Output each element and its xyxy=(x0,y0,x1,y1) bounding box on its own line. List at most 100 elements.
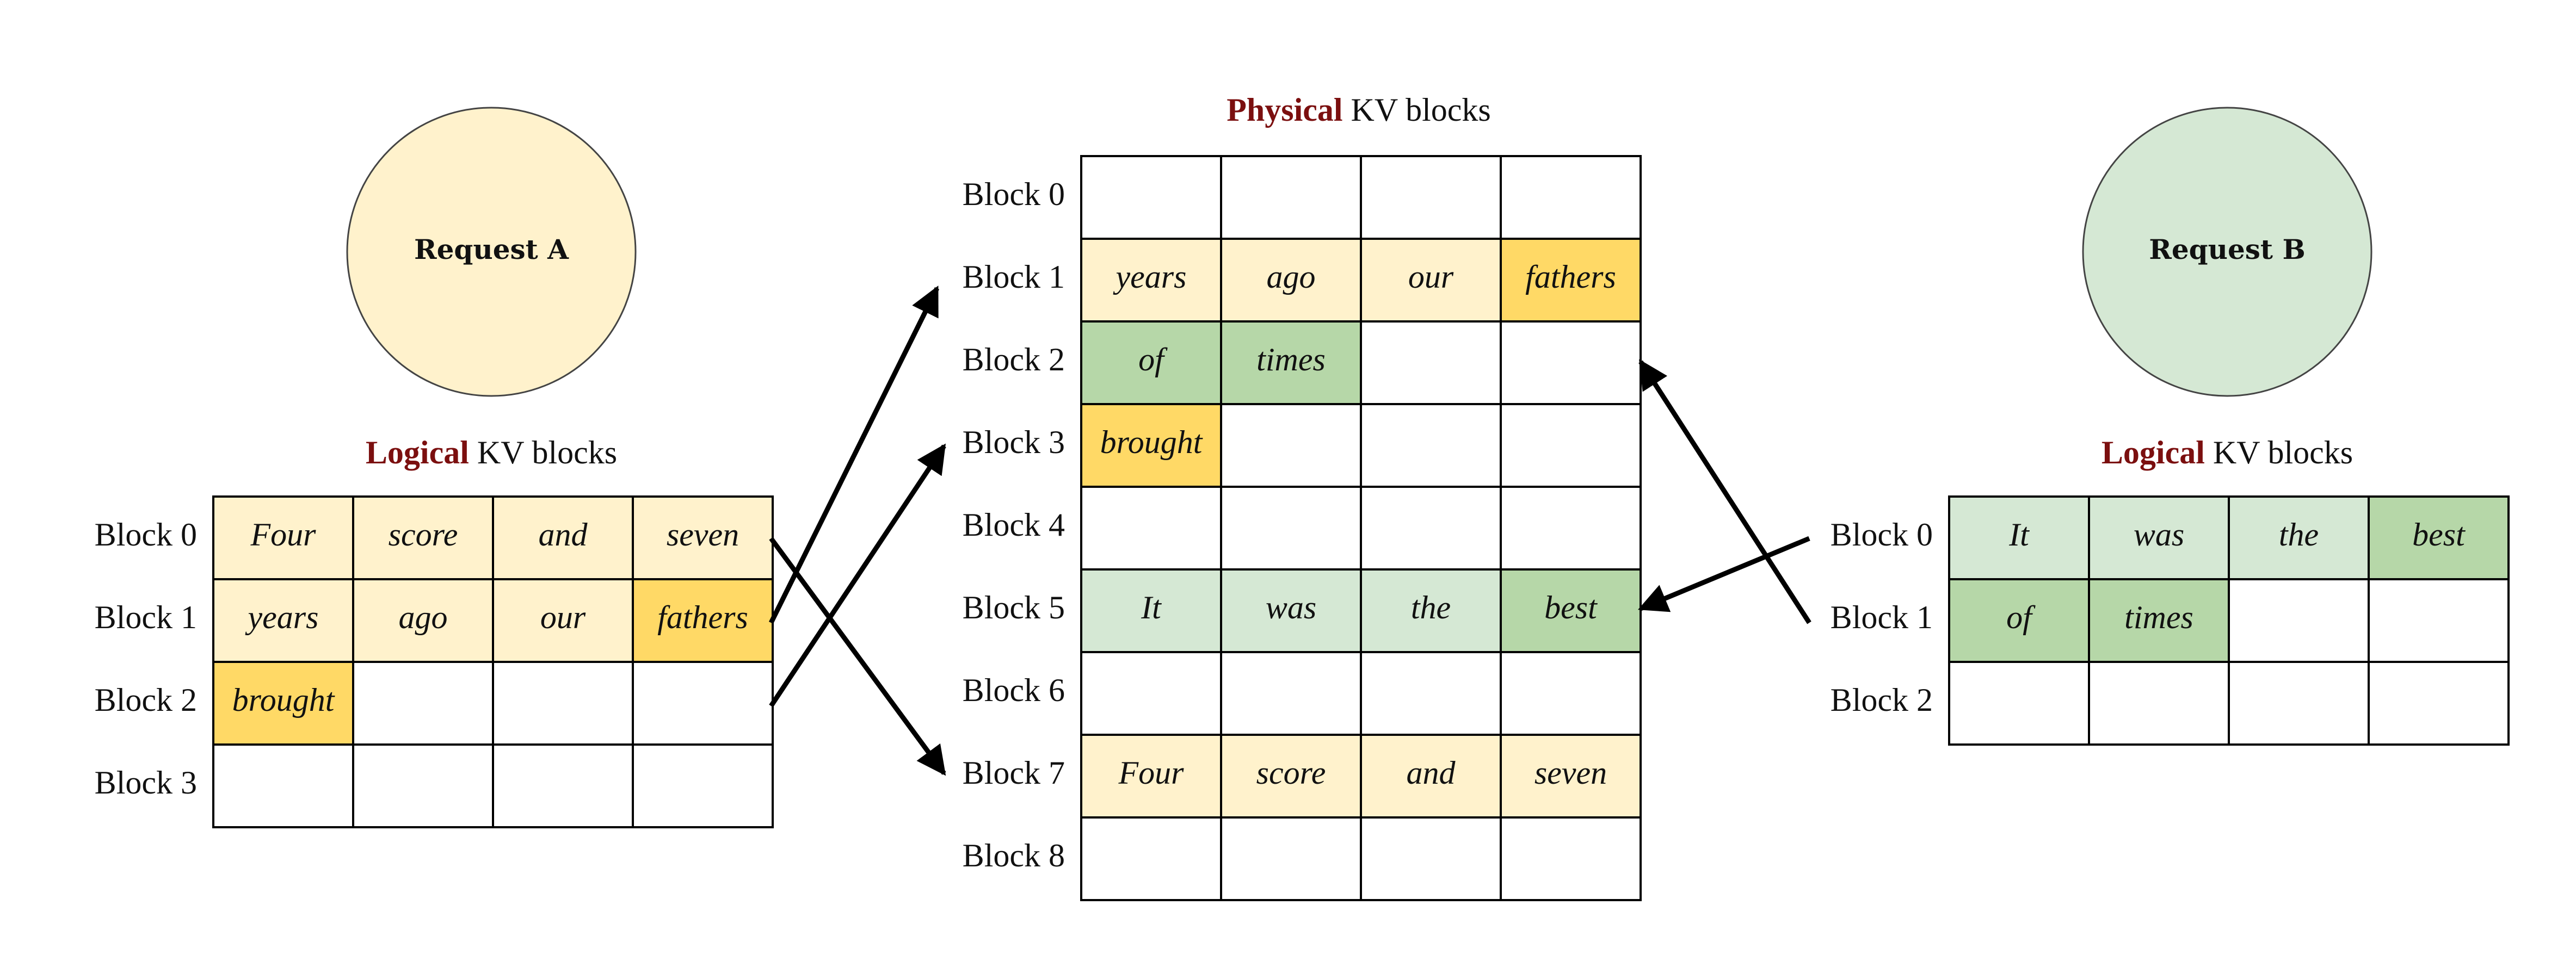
physical-token: our xyxy=(1408,259,1454,295)
request_a-row-label: Block 0 xyxy=(95,517,197,553)
physical-cell xyxy=(1220,816,1362,901)
request-b-circle xyxy=(2082,107,2372,397)
physical-cell xyxy=(1080,816,1222,901)
physical-cell xyxy=(1220,155,1362,240)
physical-cell xyxy=(1360,155,1502,240)
physical-token: and xyxy=(1407,755,1456,791)
request-a: Request A xyxy=(346,107,637,397)
request_a-cell xyxy=(492,743,634,828)
request_b-token: It xyxy=(2008,517,2030,553)
request_b-cell xyxy=(2368,495,2510,580)
request_b-cell xyxy=(2088,578,2230,663)
physical-cell xyxy=(1500,734,1642,819)
request_a-row-label: Block 1 xyxy=(95,599,197,635)
physical-row-label: Block 8 xyxy=(963,838,1065,873)
physical-table-title: Physical KV blocks xyxy=(1227,92,1491,128)
request_a-cell xyxy=(632,661,774,746)
physical-row-label: Block 6 xyxy=(963,672,1065,708)
physical-token: was xyxy=(1266,590,1316,625)
request_a-cell xyxy=(212,743,354,828)
request_a-cell xyxy=(352,578,494,663)
request_b-token: was xyxy=(2134,517,2184,553)
physical-cell xyxy=(1500,486,1642,571)
request_a-cell xyxy=(352,743,494,828)
physical-cell xyxy=(1080,155,1222,240)
arrow-b-block0-to-phys-block5 xyxy=(1638,536,1810,612)
request-b-table-title: Logical KV blocks xyxy=(2102,435,2353,470)
physical-row-label: Block 1 xyxy=(963,259,1065,295)
physical-row-label: Block 3 xyxy=(963,424,1065,460)
physical-token: fathers xyxy=(1525,259,1616,295)
request-a-table-title: Logical KV blocks xyxy=(366,435,617,470)
request_b-token: the xyxy=(2279,517,2319,553)
request_a-cell xyxy=(212,578,354,663)
request_a-token: fathers xyxy=(657,599,748,635)
request_a-cell xyxy=(632,743,774,828)
request_a-cell xyxy=(352,661,494,746)
request_b-cell xyxy=(2368,578,2510,663)
arrow-a-block2-to-phys-block3 xyxy=(769,443,946,708)
physical-cell xyxy=(1220,238,1362,323)
request_a-token: brought xyxy=(232,682,335,718)
request_a-token: seven xyxy=(667,517,739,553)
physical-token: It xyxy=(1141,590,1162,625)
physical-token: seven xyxy=(1534,755,1607,791)
physical-row-label: Block 0 xyxy=(963,176,1065,212)
physical-token: the xyxy=(1411,590,1451,625)
physical-cell xyxy=(1080,568,1222,653)
physical-cell xyxy=(1500,155,1642,240)
request_b-token: best xyxy=(2412,517,2466,553)
physical-row-label: Block 7 xyxy=(963,755,1065,791)
physical-cell xyxy=(1500,403,1642,488)
request_b-token: times xyxy=(2124,599,2193,635)
physical-cell xyxy=(1080,651,1222,736)
physical-cell xyxy=(1360,238,1502,323)
physical-token: score xyxy=(1256,755,1326,791)
physical-token: best xyxy=(1544,590,1598,625)
request_b-cell xyxy=(2088,661,2230,746)
physical-cell xyxy=(1080,734,1222,819)
physical-token: ago xyxy=(1267,259,1316,295)
physical-cell xyxy=(1360,486,1502,571)
request_a-row-label: Block 3 xyxy=(95,765,197,801)
physical-row-label: Block 5 xyxy=(963,590,1065,625)
request_b-cell xyxy=(2368,661,2510,746)
physical-cell xyxy=(1360,816,1502,901)
request_b-cell xyxy=(2228,578,2370,663)
arrow-a-block1-to-phys-block1 xyxy=(768,286,940,624)
request_a-token: years xyxy=(245,599,319,635)
request_b-row-label: Block 0 xyxy=(1831,517,1933,553)
physical-cell xyxy=(1080,486,1222,571)
physical-cell xyxy=(1360,320,1502,405)
request-a-label: Request A xyxy=(414,233,569,265)
physical-cell xyxy=(1220,568,1362,653)
physical-cell xyxy=(1220,651,1362,736)
arrow-b-block1-to-phys-block2 xyxy=(1638,359,1811,624)
physical-cell xyxy=(1220,486,1362,571)
request_b-row-label: Block 2 xyxy=(1831,682,1933,718)
arrow-a-block0-to-phys-block7 xyxy=(769,537,946,776)
physical-cell xyxy=(1500,651,1642,736)
request-b: Request B xyxy=(2082,107,2372,397)
request-b-label: Request B xyxy=(2149,233,2305,265)
physical-cell xyxy=(1220,403,1362,488)
request-a-circle xyxy=(346,107,637,397)
physical-cell xyxy=(1500,816,1642,901)
request_b-row-label: Block 1 xyxy=(1831,599,1933,635)
physical-row-label: Block 4 xyxy=(963,507,1065,543)
request_b-cell xyxy=(2088,495,2230,580)
request_b-token: of xyxy=(2006,599,2036,635)
request_a-token: our xyxy=(540,599,586,635)
request_a-row-label: Block 2 xyxy=(95,682,197,718)
request_a-token: ago xyxy=(399,599,448,635)
physical-row-label: Block 2 xyxy=(963,342,1065,377)
request_a-cell xyxy=(632,495,774,580)
physical-token: brought xyxy=(1100,424,1203,460)
physical-cell xyxy=(1080,238,1222,323)
physical-cell xyxy=(1500,320,1642,405)
physical-cell xyxy=(1500,238,1642,323)
request_a-cell xyxy=(632,578,774,663)
physical-cell xyxy=(1360,734,1502,819)
